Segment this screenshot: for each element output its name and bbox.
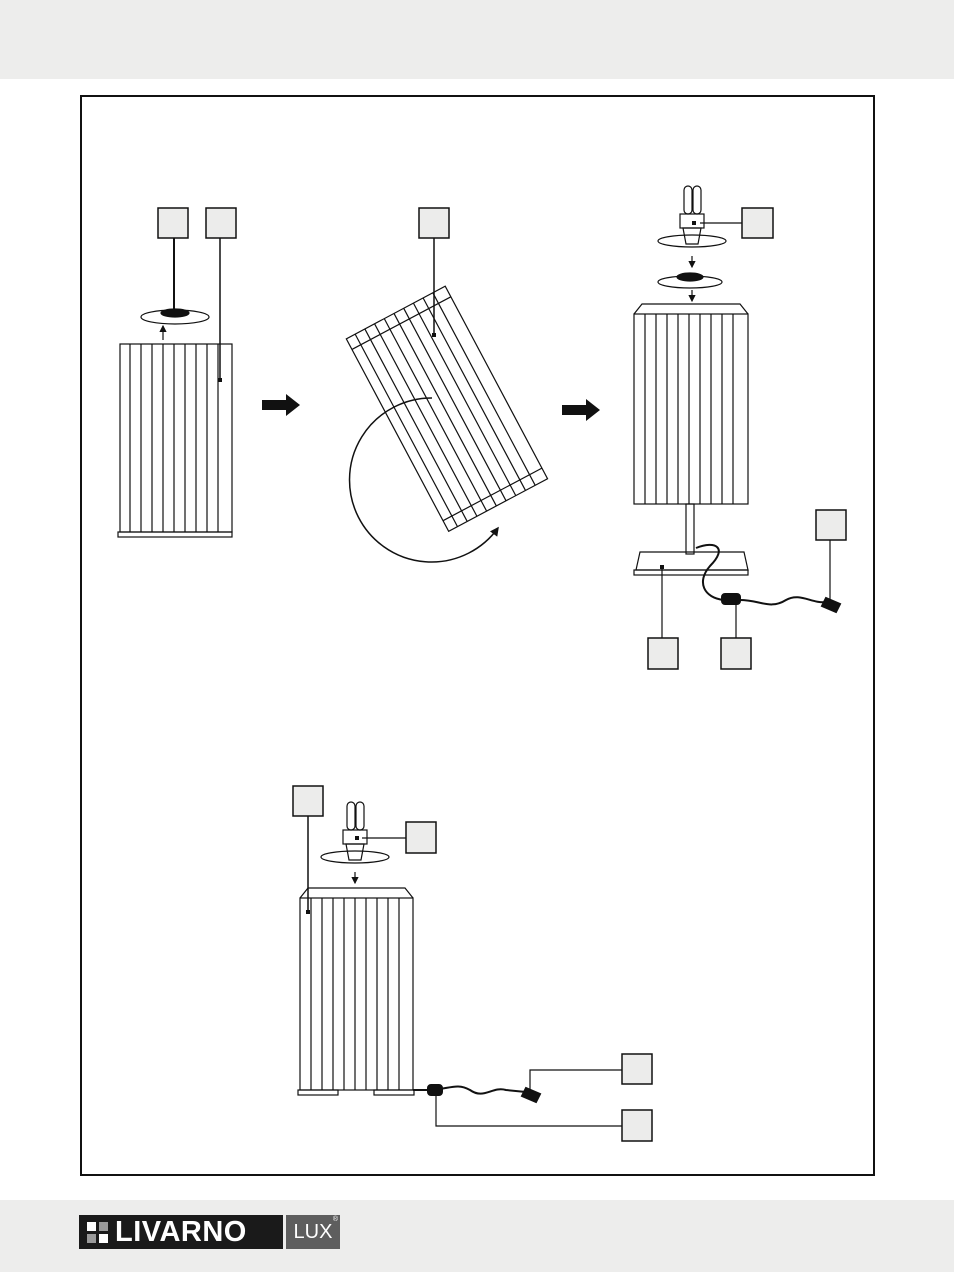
callout-box [418,207,450,239]
callout-box [741,207,774,239]
assembly-figure-frame [80,95,875,1176]
step3-shade [633,303,749,576]
logo-wordmark: LIVARNO [115,1216,247,1248]
right-arrow-icon [262,394,300,416]
callout-box [815,509,847,541]
step4-cord [413,1084,542,1104]
callout-box [205,207,237,239]
callout-box [621,1109,653,1142]
right-arrow-icon [562,399,600,421]
header-band [0,0,954,79]
step2-shade [345,285,549,533]
step4-bulb [320,801,390,885]
callout-box [292,785,324,817]
callout-box [157,207,189,239]
callout-box [621,1053,653,1085]
step3-bulb [657,185,727,303]
registered-mark: ® [332,1216,338,1223]
step1-shade [117,343,233,538]
logo-wordmark-block: LIVARNO [79,1215,283,1249]
step3-cord [695,543,842,614]
step4-shade [297,887,415,1096]
logo-sub-text: LUX [293,1220,333,1243]
callout-box [720,637,752,670]
callout-box [405,821,437,854]
livarno-grid-icon [87,1221,108,1243]
livarno-lux-logo: LIVARNO LUX ® [79,1215,340,1249]
rotation-arrow-icon [348,397,499,563]
callout-box [647,637,679,670]
step1-ring [140,308,210,340]
logo-sub-block: LUX ® [286,1215,340,1249]
